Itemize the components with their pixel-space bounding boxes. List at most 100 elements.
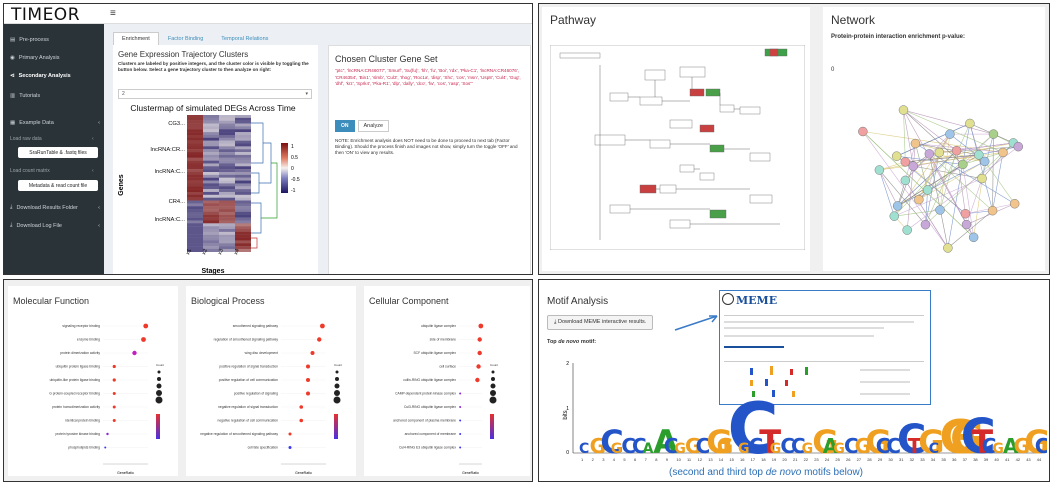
download-icon: ⤓ (10, 222, 13, 228)
metadata-count-button[interactable]: Metadata & read count file (18, 180, 98, 191)
logo-position: 34 (931, 457, 936, 462)
heatmap-cell (187, 246, 203, 250)
cluster-select-value: 2 (122, 91, 125, 97)
go-dot (132, 350, 137, 356)
heatmap-cell (187, 220, 203, 224)
heatmap-cell (235, 180, 251, 184)
heatmap-cell (187, 248, 203, 252)
go-term-label: signaling receptor binding (62, 324, 100, 328)
pathway-card: Pathway (542, 7, 810, 271)
tab-temporal-relations[interactable]: Temporal Relations (221, 36, 269, 42)
heatmap-cell (235, 240, 251, 244)
logo-y-label: bits (563, 410, 569, 419)
toggle-on[interactable]: ON (335, 120, 355, 132)
meme-results-screenshot: MEME (719, 290, 931, 405)
heatmap-cell (219, 220, 235, 224)
logo-position: 12 (698, 457, 703, 462)
sidebar-item-download-results[interactable]: ⤓Download Results Folder‹ (10, 204, 100, 211)
motif-caption-a: (second and third top (669, 467, 766, 478)
logo-position: 8 (655, 457, 658, 462)
go-dot (459, 433, 462, 435)
heatmap-cell (235, 126, 251, 130)
download-icon: ⤓ (554, 319, 558, 325)
network-edge (897, 150, 957, 207)
kegg-pathway-diagram (550, 45, 805, 250)
logo-letter: G (855, 434, 871, 458)
network-edge (903, 109, 964, 165)
table-icon: ▦ (10, 120, 16, 126)
legend-dot (157, 370, 161, 374)
heatmap-cell (235, 231, 251, 235)
heatmap-cell (235, 166, 251, 170)
heatmap-title: Clustermap of simulated DEGs Across Time (130, 103, 296, 113)
heatmap-cell (219, 203, 235, 207)
legend-colorbar (156, 414, 160, 439)
heatmap-cell (219, 180, 235, 184)
logo-position: 25 (835, 457, 840, 462)
network-node (910, 138, 921, 149)
network-node (974, 150, 984, 160)
cluster-select[interactable]: 2▾ (118, 89, 312, 99)
heatmap-cell (187, 231, 203, 235)
logo-y-tick: 2 (566, 361, 569, 367)
heatmap-cell (235, 183, 251, 187)
go-dot (477, 337, 482, 342)
download-meme-button[interactable]: ⤓ Download MEME interactive results. (547, 315, 654, 330)
network-node (998, 147, 1008, 158)
sidebar-item-secondary-analysis[interactable]: ⊲Secondary Analysis (10, 73, 100, 79)
hamburger-icon[interactable]: ≡ (110, 8, 116, 19)
colorbar-tick: 0 (291, 166, 294, 172)
logo-letter: C (621, 434, 636, 458)
share-icon: ⊲ (10, 73, 15, 79)
heatmap-cell (203, 149, 219, 153)
network-node (889, 211, 900, 221)
heatmap-cell (203, 137, 219, 141)
heatmap-cell (219, 194, 235, 198)
clusters-desc: Clusters are labeled by positive integer… (118, 61, 309, 73)
heatmap-cell (187, 206, 203, 210)
heatmap-cell (219, 211, 235, 215)
heatmap-cell (235, 203, 251, 207)
go-dot (320, 323, 325, 329)
heatmap-cell (187, 203, 203, 207)
logo-position: 24 (825, 457, 830, 462)
go-term-label: identical protein binding (65, 419, 100, 423)
heatmap-cell (203, 231, 219, 235)
heatmap-cell (235, 186, 251, 190)
motif-panel: Motif Analysis ⤓ Download MEME interacti… (538, 279, 1050, 482)
heatmap-cell (203, 174, 219, 178)
logo-letter: G (590, 434, 606, 458)
sidebar-item-download-log[interactable]: ⤓Download Log File‹ (10, 222, 100, 229)
heatmap-cell (219, 129, 235, 133)
top-motif-label-a: Top (547, 339, 559, 345)
go-term-label: anchored component of membrane (405, 432, 456, 436)
sidebar-item-preprocess[interactable]: ▤Pre-process (10, 37, 100, 43)
heatmap-cell (219, 160, 235, 164)
tab-enrichment[interactable]: Enrichment (113, 32, 159, 46)
go-dot (112, 419, 116, 422)
sidebar-item-example-data[interactable]: ▦Example Data‹ (10, 120, 100, 126)
logo-position: 42 (1016, 457, 1021, 462)
heatmap-cell (219, 115, 235, 119)
network-edge (913, 165, 983, 179)
heatmap-cell (203, 214, 219, 218)
go-term-label: positive regulation of cell communicatio… (219, 378, 278, 382)
heatmap-cell (203, 117, 219, 121)
network-edge (862, 131, 949, 249)
heatmap-cell (219, 126, 235, 130)
sidebar-item-primary-analysis[interactable]: ◉Primary Analysis (10, 55, 100, 61)
heatmap-cell (219, 120, 235, 124)
pathway-network-panel: Pathway (538, 3, 1050, 275)
timeor-app-panel: TIMEOR ≡ ▤Pre-process ◉Primary Analysis … (3, 3, 533, 275)
heatmap-cell (187, 154, 203, 158)
row-labels: CG3... lncRNA:CR... lncRNA:C... CR4... l… (151, 121, 186, 223)
enrichment-toggle[interactable]: ON Analyze (335, 120, 390, 132)
analyze-button[interactable]: Analyze (357, 120, 390, 132)
heatmap-cell (203, 211, 219, 215)
tab-factor-binding[interactable]: Factor Binding (167, 36, 204, 42)
go-dot (299, 405, 304, 409)
sra-fastq-button[interactable]: SraRunTable & .fastq files (18, 147, 98, 158)
heatmap-cell (187, 132, 203, 136)
sidebar-item-tutorials[interactable]: ▥Tutorials (10, 93, 100, 99)
